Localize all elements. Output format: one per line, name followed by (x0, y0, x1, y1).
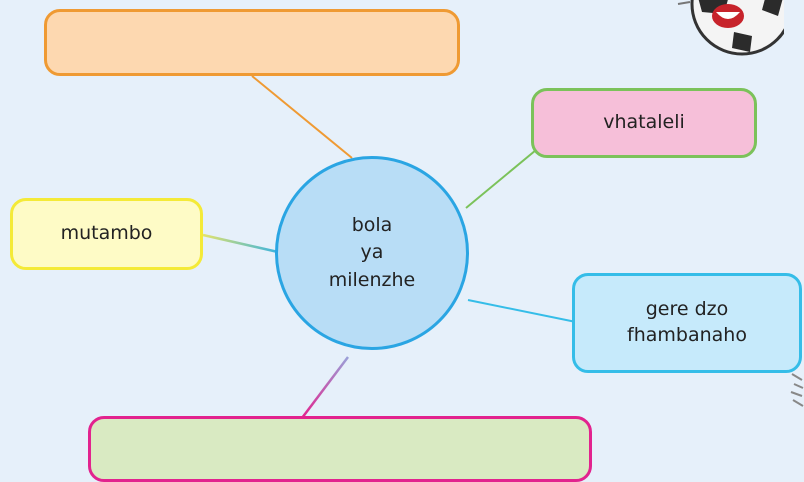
node-mutambo: mutambo (10, 198, 203, 270)
node-vhataleli-label: vhataleli (603, 111, 685, 134)
answer-box-bottom-blank[interactable] (88, 416, 592, 482)
answer-box-top-blank[interactable] (44, 9, 460, 76)
connector-top-blank (251, 75, 353, 159)
node-gere-dzo-fhambanaho: gere dzo fhambanaho (572, 273, 802, 373)
center-node-bola-ya-milenzhe: bola ya milenzhe (275, 156, 469, 350)
center-node-label: bola ya milenzhe (328, 213, 416, 291)
node-vhataleli: vhataleli (531, 88, 757, 158)
connector-mutambo (202, 233, 279, 254)
connector-bottom-blank (301, 356, 349, 419)
node-gere-dzo-fhambanaho-label: gere dzo fhambanaho (627, 298, 747, 346)
decorative-sketch-icon (790, 373, 804, 407)
node-mutambo-label: mutambo (60, 222, 153, 245)
connector-gere (467, 299, 577, 323)
connector-vhataleli (465, 149, 537, 209)
soccer-ball-cartoon-icon (677, 0, 784, 56)
